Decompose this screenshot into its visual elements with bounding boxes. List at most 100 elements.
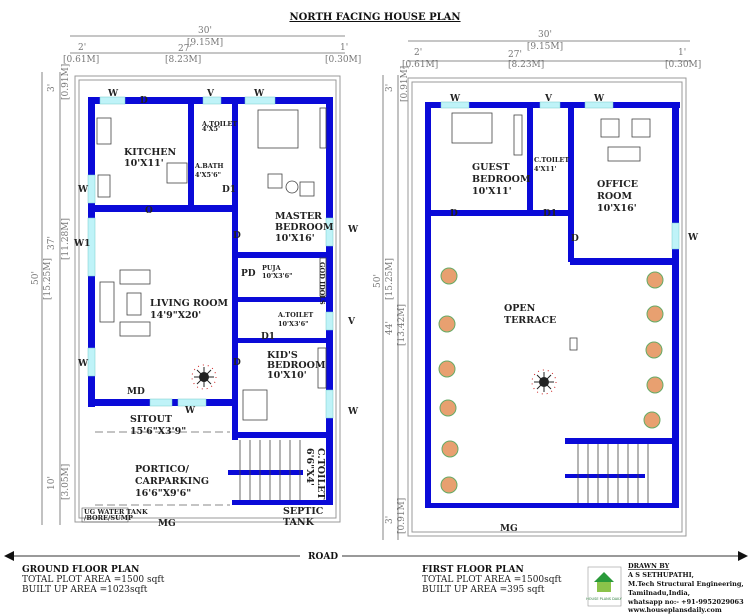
ground-floor-tags-w: W [347,407,359,417]
ground-floor-footer-built-up: BUILT UP AREA =1023sqft [22,585,148,595]
chair [267,173,283,189]
ground-floor-tags-mg: MG [158,519,176,529]
ground-floor-rooms-a-toilet-top-size: 4'X5' [202,125,220,133]
first-floor-dims-width-total: 30' [538,30,552,40]
open-terrace-label: OPEN [504,303,536,314]
road-label: ROAD [308,552,338,562]
ground-floor-tags-w: W [77,185,89,195]
credits-logo-text: HOUSE PLANS DAILY [586,597,623,601]
ground-floor-rooms-kids-size: 10'X10' [267,370,307,381]
ground-floor-dims-right: 1' [340,43,348,53]
compass-icon [531,369,557,395]
ground-floor-footer: GROUND FLOOR PLAN TOTAL PLOT AREA =1500 … [22,565,165,595]
ground-floor-dims-mid-m: [8.23M] [165,55,201,65]
ground-floor-rooms-ug-tank-line2: /BORE/SUMP [84,514,133,522]
ground-floor-dims-h-bottom-m: [3.05M] [61,464,71,500]
first-floor-tags-mg: MG [500,524,518,534]
first-floor-tags-v: V [544,94,553,104]
ground-floor-tags-w: W [184,406,196,416]
ground-floor-tags-w1: W1 [73,239,90,249]
ground-floor-rooms-septic-name2: TANK [283,517,315,528]
god-idols-shelf [319,257,327,297]
ground-floor-rooms-sitout-size: 15'6"X3'9" [130,426,186,437]
first-floor-footer: FIRST FLOOR PLAN TOTAL PLOT AREA =1500sq… [422,565,562,595]
staircase [239,440,301,500]
ground-floor-dims-h-top-m: [0.91M] [61,64,71,100]
first-floor-tags-d: D [571,234,579,244]
road-indicator: ROAD [4,551,748,562]
ground-floor-plan: 30' [9.15M] 2' [0.61M] 27' [8.23M] 1' [0… [31,26,361,529]
plot-boundary [407,77,687,537]
ground-floor-rooms-a-toilet-size: 10'X3'6" [278,320,309,328]
ground-floor-tags-pd: PD [241,269,256,279]
logo: HOUSE PLANS DAILY [586,566,623,607]
first-floor-tags-w: W [687,233,699,243]
guest-bed [451,112,493,144]
master-bedroom-label: MASTER [275,211,322,222]
ground-floor-dims-h-total-m: [15.25M] [43,258,53,300]
first-floor-rooms-c-toilet-name: C.TOILET [534,156,569,164]
ground-floor-tags-w: W [107,89,119,99]
stove [96,117,112,145]
ground-floor-tags-md: MD [127,387,145,397]
first-floor-dims-right-m: [0.30M] [665,60,701,70]
ground-floor-dims-width-total-m: [9.15M] [187,38,223,48]
first-floor-rooms-terrace-name2: TERRACE [504,315,556,326]
ground-floor-rooms-a-toilet-top-name: A.TOILET [201,120,237,128]
plot-boundary [74,75,341,523]
kids-bedroom-label: KID'S [267,350,298,361]
ground-floor-rooms-master-name2: BEDROOM [275,222,334,233]
first-floor-rooms-office-size: 10'X16' [597,203,637,214]
ground-floor-rooms-portico-size: 16'6"X9'6" [135,488,191,499]
sitout-label: SITOUT [130,414,172,425]
portico-label: PORTICO/ [135,464,189,475]
first-floor-rooms-office-name2: ROOM [597,191,632,202]
credits-whatsapp: whatsapp no:- +91-9952029063 [627,598,744,606]
ground-floor-rooms-ug-tank-line1: UG WATER TANK [84,508,148,516]
ground-floor-tags-d: D [233,358,241,368]
ground-floor-dims-h-total: 50' [31,271,41,285]
ground-floor-rooms-portico-name2: CARPARKING [135,476,209,487]
ground-floor-footer-heading: GROUND FLOOR PLAN [22,565,139,575]
first-floor-dims-h-top: 3' [385,84,395,92]
credits-block: DRAWN BY A S SETHUPATHI, M.Tech Structur… [627,562,744,614]
wardrobe [319,107,327,149]
ground-floor-dims-width-total: 30' [198,26,212,36]
ground-floor-rooms-puja-size: 10'X3'6" [262,272,293,280]
ground-floor-tags-w: W [77,359,89,369]
first-floor-dims-h-bottom-m: [0.91M] [397,498,407,534]
first-floor-footer-plot-area: TOTAL PLOT AREA =1500sqft [422,575,562,585]
credits-website: www.houseplansdaily.com [627,606,722,614]
compass-icon [191,364,217,390]
ground-floor-windows [87,96,334,419]
first-floor-dims-h-mid-m: [13.42M] [397,304,407,346]
first-floor-dims-left-m: [0.61M] [402,60,438,70]
ground-floor-dims-h-mid-m: [11.28M] [61,218,71,260]
guest-wardrobe [513,114,523,156]
ground-floor-rooms-puja-god-idols: GOD IDOLS [318,262,326,305]
first-floor-dims-mid-m: [8.23M] [508,60,544,70]
ground-floor-dims-left-m: [0.61M] [63,55,99,65]
office-chair [600,118,620,138]
ground-floor-rooms-a-toilet-name: A.TOILET [277,311,313,319]
kids-bed [242,389,268,421]
ground-floor-rooms-kitchen-size: 10'X11' [124,158,164,169]
living-room-label: LIVING ROOM [150,298,228,309]
septic-tank-label: SEPTIC [283,506,324,517]
office-desk [607,146,641,162]
ground-floor-tags-w: W [253,89,265,99]
first-floor-furniture [451,112,651,503]
sink [97,174,111,198]
first-floor-room-labels: GUEST BEDROOM 10'X11' C.TOILET 4'X11' OF… [472,156,638,326]
first-floor-opening-tags: W V W D D1 D W MG [449,94,699,534]
ground-floor-furniture [95,107,327,506]
kids-wardrobe [317,347,327,389]
ground-floor-footer-plot-area: TOTAL PLOT AREA =1500 sqft [22,575,165,585]
first-floor-footer-built-up: BUILT UP AREA =395 sqft [422,585,545,595]
ground-floor-dims-h-bottom: 10' [47,476,57,490]
first-floor-rooms-c-toilet-size: 4'X11' [534,165,557,173]
credits-name: A S SETHUPATHI, [627,571,694,579]
first-floor-staircase [577,444,649,503]
credits-location: Tamilnadu,India, [628,589,690,597]
